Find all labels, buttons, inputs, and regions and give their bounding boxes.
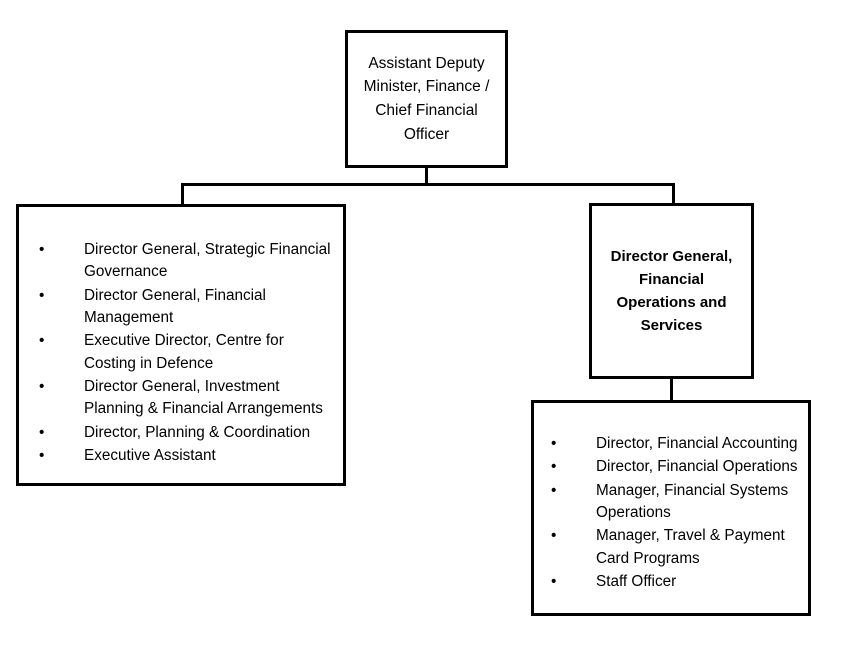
adm-report-item: • Director General, Investment Planning &… [36, 376, 333, 421]
connector-drop-left [181, 183, 184, 207]
dg-report-item: • Staff Officer [548, 571, 798, 593]
node-assistant-deputy-minister[interactable]: Assistant Deputy Minister, Finance / Chi… [345, 30, 508, 168]
bullet-icon: • [39, 423, 45, 441]
adm-report-item: • Director, Planning & Coordination [36, 422, 333, 444]
dg-report-item: • Manager, Financial Systems Operations [548, 480, 798, 525]
bullet-icon: • [39, 446, 45, 464]
adm-report-label: Director, Planning & Coordination [84, 423, 311, 441]
node-adm-label: Assistant Deputy Minister, Finance / Chi… [363, 54, 490, 143]
adm-report-item: • Executive Assistant [36, 445, 333, 467]
bullet-icon: • [551, 481, 557, 499]
bullet-icon: • [39, 332, 45, 350]
bullet-icon: • [551, 572, 557, 590]
bullet-icon: • [39, 241, 45, 258]
adm-report-label: Executive Assistant [84, 446, 216, 464]
bullet-icon: • [551, 435, 557, 452]
dg-report-item: • Director, Financial Accounting [548, 433, 798, 455]
adm-report-label: Director General, Investment Planning & … [84, 377, 323, 418]
adm-report-item: • Director General, Strategic Financial G… [36, 239, 333, 284]
dg-direct-reports-list: • Director, Financial Accounting • Director… [548, 433, 798, 594]
connector-horizontal-bar [181, 183, 675, 186]
dg-report-label: Manager, Travel & Payment Card Programs [596, 527, 785, 567]
adm-report-label: Director General, Strategic Financial Go… [84, 241, 331, 281]
node-dg-direct-reports-group[interactable]: • Director, Financial Accounting • Director… [531, 400, 811, 616]
node-dg-label: Director General, Financial Operations a… [610, 247, 733, 335]
bullet-icon: • [551, 527, 557, 545]
adm-report-item: • Executive Director, Centre for Costing … [36, 330, 333, 375]
bullet-icon: • [39, 377, 45, 395]
dg-report-label: Director, Financial Accounting [596, 435, 798, 452]
connector-adm-down [425, 168, 428, 186]
bullet-icon: • [551, 458, 557, 476]
adm-report-item: • Director General, Financial Management [36, 285, 333, 330]
bullet-icon: • [39, 286, 45, 304]
connector-dg-to-reports [670, 379, 673, 403]
connector-drop-right [672, 183, 675, 206]
dg-report-label: Director, Financial Operations [596, 458, 798, 476]
dg-report-label: Staff Officer [596, 572, 677, 590]
node-adm-direct-reports-group[interactable]: • Director General, Strategic Financial G… [16, 204, 346, 486]
adm-report-label: Executive Director, Centre for Costing i… [84, 332, 284, 372]
node-director-general-financial-operations-and-services[interactable]: Director General, Financial Operations a… [589, 203, 754, 379]
adm-report-label: Director General, Financial Management [84, 286, 266, 326]
dg-report-item: • Director, Financial Operations [548, 456, 798, 478]
dg-report-label: Manager, Financial Systems Operations [596, 481, 789, 521]
adm-direct-reports-list: • Director General, Strategic Financial G… [36, 239, 333, 468]
dg-report-item: • Manager, Travel & Payment Card Programs [548, 525, 798, 570]
